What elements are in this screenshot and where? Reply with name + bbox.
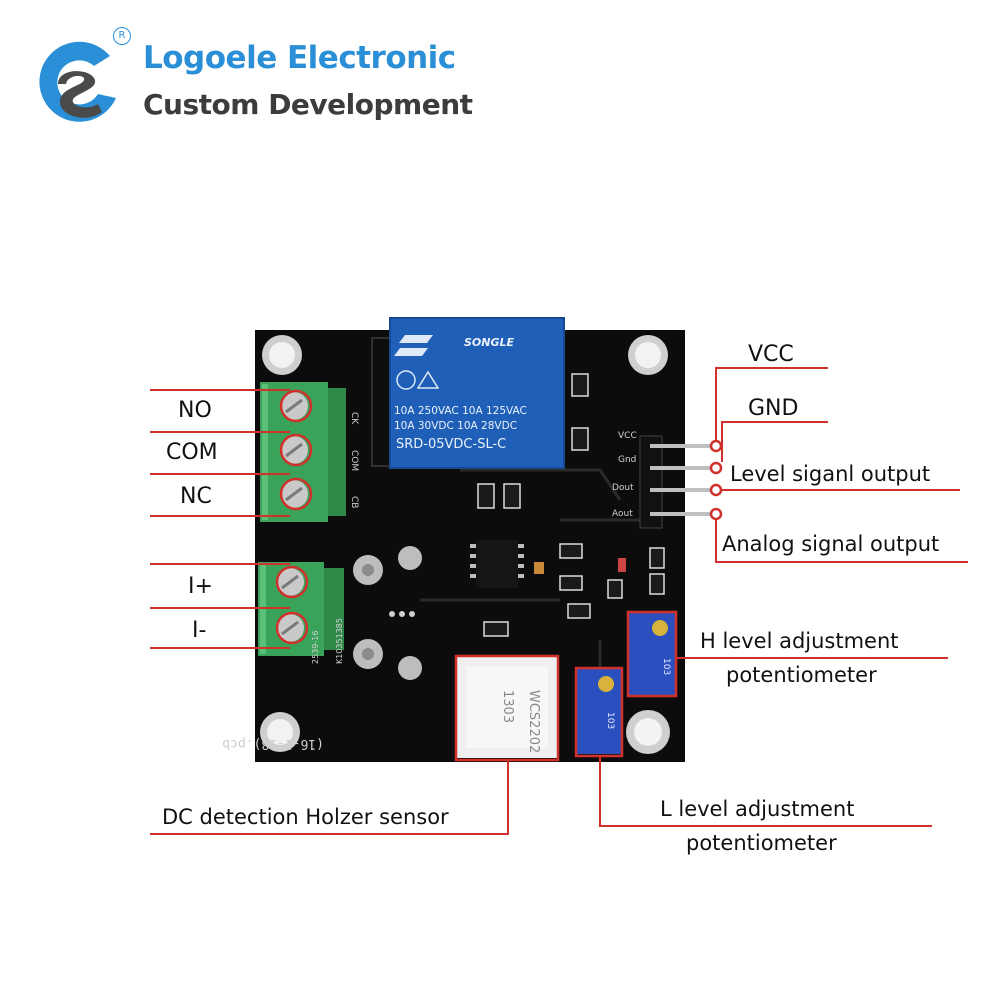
mount-hole-top-left — [262, 335, 302, 375]
svg-text:103: 103 — [605, 712, 615, 729]
callout-markers — [275, 389, 723, 762]
label-sensor: DC detection Holzer sensor — [162, 805, 449, 829]
op-amp-ic — [470, 540, 524, 588]
svg-text:VCC: VCC — [618, 431, 637, 441]
label-level-output: Level siganl output — [730, 462, 931, 486]
svg-text:COM: COM — [349, 450, 359, 471]
brand-logo-icon — [39, 41, 116, 122]
svg-text:1303: 1303 — [500, 690, 515, 723]
mount-hole-bottom-right — [626, 710, 670, 754]
hall-sensor: WCS2202 1303 — [456, 656, 558, 758]
label-l-level-2: potentiometer — [686, 831, 837, 855]
svg-text:WCS2202: WCS2202 — [526, 690, 541, 753]
relay: SONGLE 10A 250VAC 10A 125VAC 10A 30VDC 1… — [389, 317, 565, 469]
svg-text:103: 103 — [661, 658, 671, 675]
label-h-level-2: potentiometer — [726, 663, 877, 687]
label-nc: NC — [180, 484, 212, 509]
registered-mark: R — [113, 27, 131, 45]
h-level-potentiometer: 103 — [628, 612, 676, 696]
svg-text:Aout: Aout — [612, 509, 633, 519]
svg-text:Gnd: Gnd — [618, 455, 636, 465]
svg-text:10A 30VDC 10A 28VDC: 10A 30VDC 10A 28VDC — [394, 420, 517, 432]
svg-text:CK: CK — [349, 412, 359, 425]
callout-lines — [150, 367, 968, 835]
label-analog-output: Analog signal output — [722, 532, 940, 556]
svg-text:K10351385: K10351385 — [335, 618, 344, 664]
brand-tagline: Custom Development — [143, 88, 473, 121]
label-com: COM — [166, 440, 218, 465]
label-h-level-1: H level adjustment — [700, 629, 899, 653]
label-vcc: VCC — [748, 342, 794, 367]
label-i-plus: I+ — [188, 574, 213, 599]
svg-text:Dout: Dout — [612, 483, 634, 493]
svg-text:10A 250VAC 10A 125VAC: 10A 250VAC 10A 125VAC — [394, 405, 527, 417]
label-gnd: GND — [748, 396, 799, 421]
relay-terminal-block — [260, 382, 346, 522]
svg-text:(16-1-18).pcb: (16-1-18).pcb — [222, 736, 324, 751]
label-i-minus: I- — [192, 618, 207, 643]
label-l-level-1: L level adjustment — [660, 797, 855, 821]
brand-name: Logoele Electronic — [143, 40, 456, 76]
label-no: NO — [178, 398, 212, 423]
svg-text:SONGLE: SONGLE — [464, 336, 515, 349]
header-pins — [639, 435, 714, 529]
mount-hole-bottom-left — [260, 712, 300, 752]
mount-hole-top-right — [628, 335, 668, 375]
svg-text:2539-16: 2539-16 — [311, 631, 320, 664]
svg-text:SRD-05VDC-SL-C: SRD-05VDC-SL-C — [396, 437, 506, 452]
svg-text:CB: CB — [349, 496, 359, 508]
l-level-potentiometer: 103 — [576, 668, 622, 754]
